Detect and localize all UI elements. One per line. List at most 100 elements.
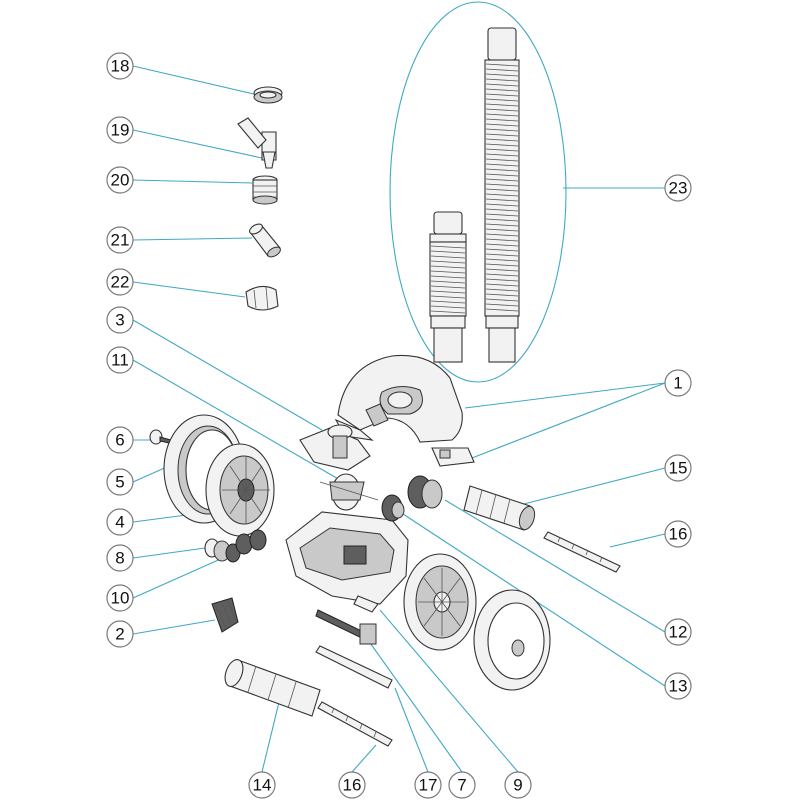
part-19-y-connector bbox=[237, 117, 277, 169]
callout-label: 20 bbox=[111, 171, 130, 190]
leader-11 bbox=[132, 359, 341, 481]
hose-rib bbox=[430, 265, 466, 269]
callout-c16r: 16 bbox=[664, 520, 692, 548]
callout-circle bbox=[106, 268, 134, 296]
callout-circle bbox=[106, 508, 134, 536]
callout-c2: 2 bbox=[106, 620, 134, 648]
callout-c16b: 16 bbox=[338, 771, 366, 799]
hose-rib bbox=[485, 188, 519, 192]
part-22-clip bbox=[245, 285, 279, 311]
callout-label: 9 bbox=[513, 776, 522, 795]
leader-3 bbox=[132, 319, 323, 431]
callout-label: 4 bbox=[115, 513, 124, 532]
callout-circle bbox=[106, 346, 134, 374]
leader-9 bbox=[379, 609, 519, 773]
hose-rib bbox=[485, 253, 519, 257]
callout-circle bbox=[106, 584, 134, 612]
hose-rib bbox=[485, 248, 519, 252]
part-13-gear bbox=[381, 494, 405, 522]
leader-15 bbox=[511, 467, 666, 508]
hose-rib bbox=[485, 278, 519, 282]
hose-rib bbox=[485, 308, 519, 312]
hose-rib bbox=[485, 138, 519, 142]
callout-label: 5 bbox=[115, 473, 124, 492]
callout-c11: 11 bbox=[106, 346, 134, 374]
part-2-flap bbox=[211, 597, 239, 633]
part-4-wheel bbox=[205, 443, 275, 537]
callout-c9: 9 bbox=[504, 771, 532, 799]
callout-circle bbox=[106, 116, 134, 144]
hose-rib bbox=[430, 275, 466, 279]
leader-14 bbox=[261, 697, 281, 773]
hose-rib bbox=[485, 133, 519, 137]
hose-rib bbox=[485, 223, 519, 227]
hose-rib bbox=[485, 263, 519, 267]
right-wheel-rim bbox=[403, 553, 477, 651]
hose-rib bbox=[485, 73, 519, 77]
callout-circle bbox=[664, 369, 692, 397]
hose-rib bbox=[430, 305, 466, 309]
leader-16r bbox=[609, 533, 666, 548]
leader-16b bbox=[351, 744, 377, 773]
leader-1a bbox=[464, 382, 666, 409]
part-8-gears bbox=[204, 538, 241, 563]
callout-label: 12 bbox=[669, 623, 688, 642]
hose-rib bbox=[430, 260, 466, 264]
leader-7 bbox=[367, 639, 463, 773]
part-11-rotor bbox=[319, 473, 379, 511]
chassis-body bbox=[285, 511, 409, 613]
hose-rib bbox=[485, 63, 519, 67]
callout-label: 11 bbox=[111, 351, 129, 370]
callout-circle bbox=[106, 226, 134, 254]
callout-circle bbox=[664, 520, 692, 548]
hose-rib bbox=[485, 128, 519, 132]
part-16-shaft-bottom bbox=[317, 701, 393, 747]
callout-label: 16 bbox=[669, 525, 688, 544]
hose-rib bbox=[485, 178, 519, 182]
hose-rib bbox=[430, 255, 466, 259]
callout-c6: 6 bbox=[106, 426, 134, 454]
hose-rib bbox=[485, 88, 519, 92]
hose-rib bbox=[485, 123, 519, 127]
hose-rib bbox=[485, 208, 519, 212]
hose-rib bbox=[485, 243, 519, 247]
hose-ribs-tall bbox=[485, 63, 519, 312]
hose-rib bbox=[485, 83, 519, 87]
callout-circle bbox=[664, 454, 692, 482]
callout-label: 14 bbox=[253, 776, 272, 795]
callout-c22: 22 bbox=[106, 268, 134, 296]
callout-c7: 7 bbox=[448, 771, 476, 799]
callout-circle bbox=[106, 620, 134, 648]
hose-rib bbox=[485, 143, 519, 147]
part-23-hoses bbox=[429, 27, 520, 363]
callout-c1: 1 bbox=[664, 369, 692, 397]
callout-circle bbox=[504, 771, 532, 799]
callout-c8: 8 bbox=[106, 544, 134, 572]
callout-label: 16 bbox=[343, 776, 362, 795]
leader-2 bbox=[132, 619, 216, 635]
hose-rib bbox=[430, 250, 466, 254]
callout-circle bbox=[338, 771, 366, 799]
callout-c21: 21 bbox=[106, 226, 134, 254]
callout-label: 8 bbox=[115, 549, 124, 568]
leader-22 bbox=[132, 281, 246, 298]
hose-rib bbox=[485, 78, 519, 82]
callout-circle bbox=[106, 544, 134, 572]
leader-18 bbox=[132, 65, 259, 96]
callout-circle bbox=[106, 166, 134, 194]
part-17-rod bbox=[315, 645, 393, 689]
hose-rib bbox=[485, 153, 519, 157]
leader-lines bbox=[132, 1, 666, 773]
leader-20 bbox=[132, 179, 253, 184]
hose-rib bbox=[485, 158, 519, 162]
callout-label: 10 bbox=[111, 589, 130, 608]
hose-rib bbox=[485, 118, 519, 122]
leader-17 bbox=[394, 687, 429, 773]
callout-label: 6 bbox=[115, 431, 124, 450]
callout-circle bbox=[248, 771, 276, 799]
part-1-cover bbox=[334, 354, 463, 443]
callout-c13: 13 bbox=[664, 672, 692, 700]
hose-rib bbox=[485, 283, 519, 287]
callout-c15: 15 bbox=[664, 454, 692, 482]
